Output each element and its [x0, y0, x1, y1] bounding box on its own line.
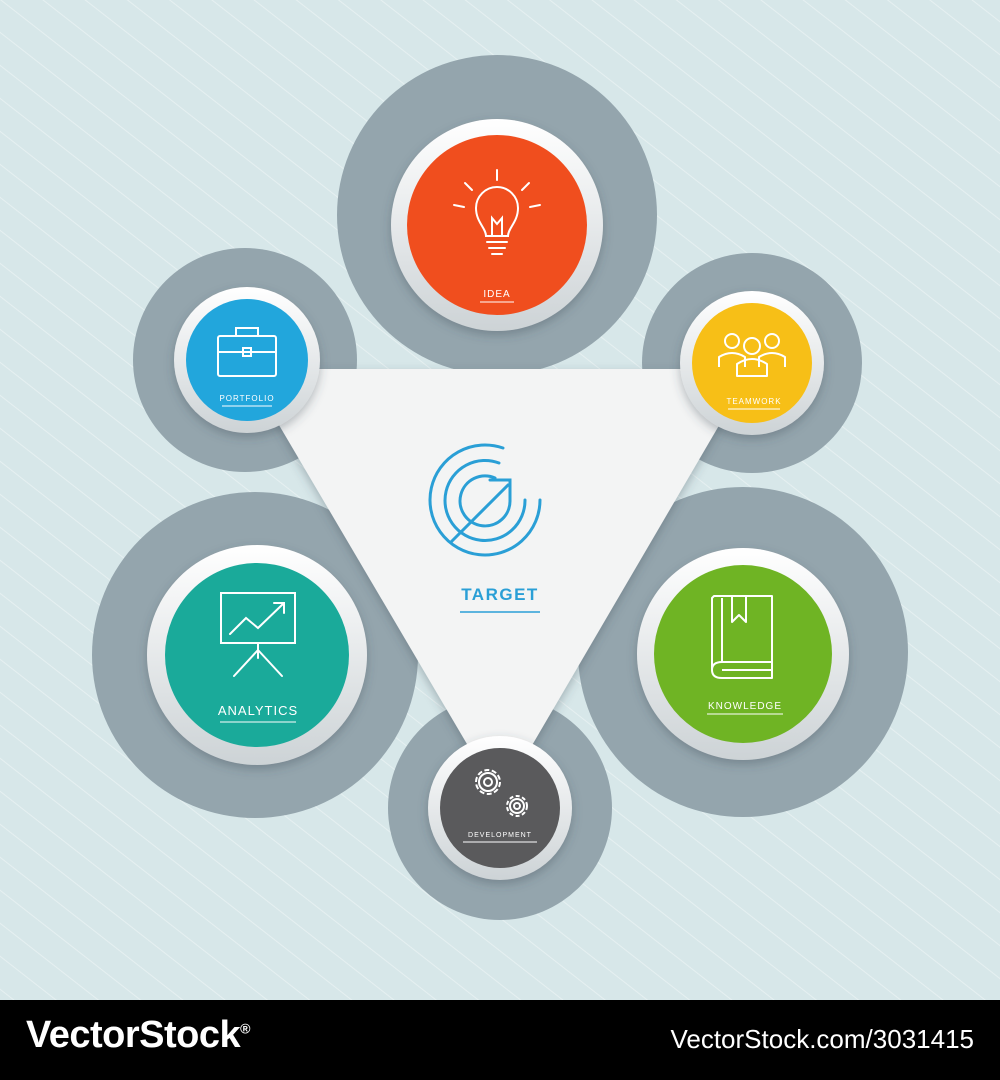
teamwork-node[interactable]: TEAMWORK — [680, 291, 824, 435]
analytics-node[interactable]: ANALYTICS — [147, 545, 367, 765]
development-label: DEVELOPMENT — [468, 832, 532, 839]
brand-name: VectorStock — [26, 1014, 241, 1056]
portfolio-disc — [186, 299, 308, 421]
target-infographic-diagram: TARGET IDEA PORTFOLIO — [0, 0, 1000, 1000]
knowledge-label: KNOWLEDGE — [708, 701, 782, 712]
presentation-chart-icon — [220, 592, 296, 677]
people-icon — [718, 333, 786, 377]
book-icon — [711, 595, 773, 679]
briefcase-icon — [217, 327, 277, 377]
lightbulb-icon — [453, 169, 541, 255]
infographic-canvas: TARGET IDEA PORTFOLIO — [0, 0, 1000, 1000]
idea-node[interactable]: IDEA — [391, 119, 603, 331]
center-triangle-panel — [246, 369, 752, 800]
teamwork-disc — [692, 303, 812, 423]
knowledge-node[interactable]: KNOWLEDGE — [637, 548, 849, 760]
development-node[interactable]: DEVELOPMENT — [428, 736, 572, 880]
knowledge-disc — [654, 565, 832, 743]
image-id: VectorStock.com/3031415 — [670, 1024, 974, 1054]
registered-mark: ® — [240, 1020, 250, 1037]
analytics-label: ANALYTICS — [218, 703, 298, 718]
portfolio-node[interactable]: PORTFOLIO — [174, 287, 320, 433]
center-label: TARGET — [461, 585, 539, 604]
idea-label: IDEA — [483, 289, 510, 300]
watermark-footer: VectorStock® VectorStock.com/3031415 — [0, 1000, 1000, 1080]
portfolio-label: PORTFOLIO — [219, 394, 274, 403]
teamwork-label: TEAMWORK — [726, 397, 781, 406]
gears-icon — [475, 769, 528, 817]
target-arrow-icon — [428, 443, 542, 557]
vectorstock-logo: VectorStock® — [26, 1014, 250, 1057]
development-disc — [440, 748, 560, 868]
